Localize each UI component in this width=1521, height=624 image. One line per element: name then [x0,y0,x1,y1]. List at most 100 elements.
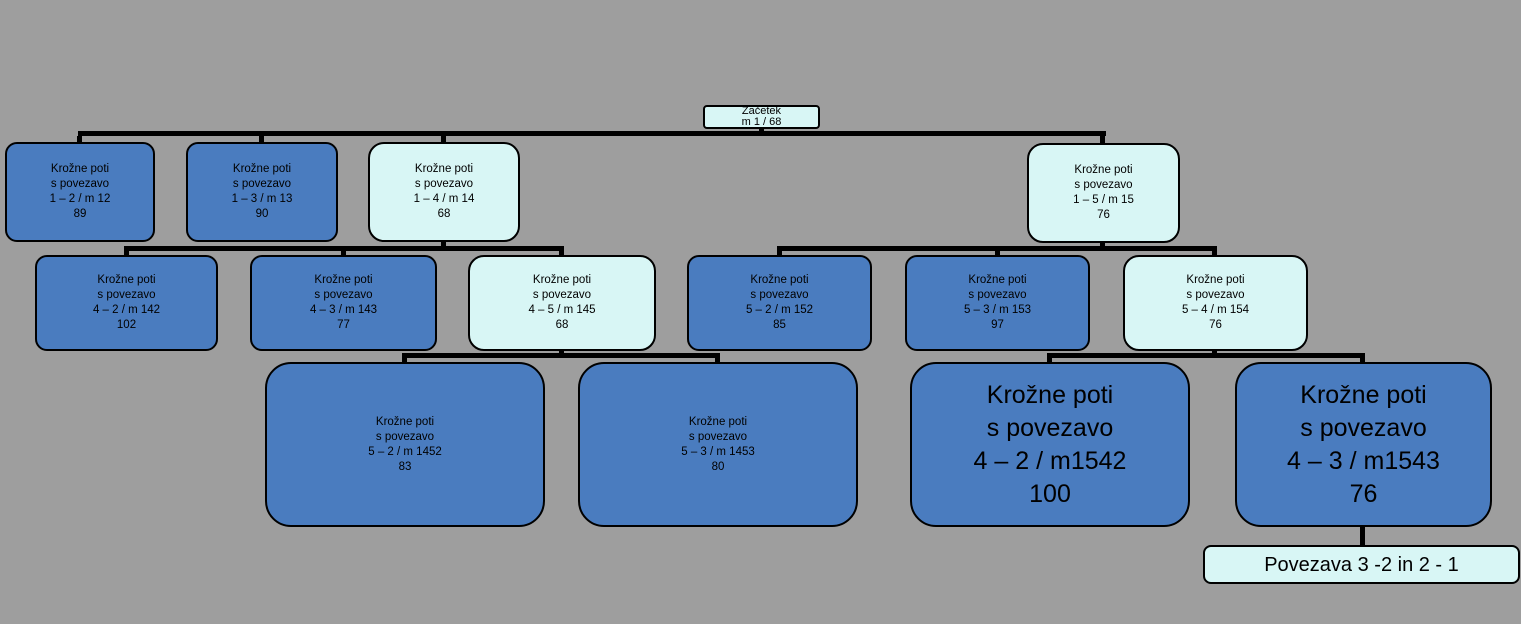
node-label: Krožne poti [1074,164,1133,176]
connector [441,136,446,145]
node-label: Krožne poti [97,274,156,286]
node-m14: Krožne poti s povezavo 1 – 4 / m 14 68 [368,142,520,242]
connector [559,349,564,355]
node-label: 80 [711,460,725,473]
node-m143: Krožne poti s povezavo 4 – 3 / m 143 77 [250,255,437,351]
node-label: s povezavo [50,178,110,190]
node-label: 4 – 3 / m1543 [1287,446,1440,475]
connector [1360,358,1365,365]
node-label: s povezavo [1074,179,1133,191]
node-label: 1 – 4 / m 14 [413,193,475,205]
connector [995,251,1000,258]
node-label: s povezavo [750,289,809,301]
node-label: Krožne poti [1300,380,1427,409]
node-label: 90 [255,208,269,220]
node-label: Začetek [741,105,782,117]
node-label: 1 – 3 / m 13 [231,193,293,205]
node-label: 97 [991,319,1004,331]
node-label: 4 – 5 / m 145 [528,304,596,316]
connector [715,358,720,365]
connector [441,240,446,248]
connector [402,353,720,358]
connector [777,246,1217,251]
node-start: Začetek m 1 / 68 [703,105,820,129]
node-m142: Krožne poti s povezavo 4 – 2 / m 142 102 [35,255,218,351]
node-label: 4 – 2 / m1542 [973,446,1127,475]
connector [78,131,1106,136]
node-label: m 1 / 68 [741,116,782,128]
node-label: 4 – 3 / m 143 [309,304,378,316]
node-label: 5 – 2 / m 1452 [368,445,442,458]
node-label: 83 [398,460,412,473]
node-label: 89 [73,208,87,220]
connector [124,246,564,251]
node-label: Krožne poti [688,415,748,428]
node-m1543: Krožne poti s povezavo 4 – 3 / m1543 76 [1235,362,1492,527]
node-label: s povezavo [532,289,592,301]
node-m1542: Krožne poti s povezavo 4 – 2 / m1542 100 [910,362,1190,527]
connector [1047,353,1365,358]
node-label: 5 – 3 / m 1453 [681,445,755,458]
node-label: 76 [1097,209,1110,221]
node-label: 85 [773,319,786,331]
node-label: Krožne poti [375,415,435,428]
node-label: s povezavo [232,178,292,190]
node-label: 76 [1209,319,1222,331]
node-label: Krožne poti [1186,274,1245,286]
connector [402,358,407,365]
node-label: s povezavo [1186,289,1245,301]
node-m1453: Krožne poti s povezavo 5 – 3 / m 1453 80 [578,362,858,527]
node-m1452: Krožne poti s povezavo 5 – 2 / m 1452 83 [265,362,545,527]
node-label: Krožne poti [50,163,110,175]
node-label: Krožne poti [414,163,474,175]
connector [77,136,82,145]
node-m145: Krožne poti s povezavo 4 – 5 / m 145 68 [468,255,656,351]
connector [124,251,129,258]
node-label: s povezavo [968,289,1027,301]
connector [1100,136,1105,146]
node-label: 1 – 2 / m 12 [49,193,111,205]
node-label: 1 – 5 / m 15 [1073,194,1134,206]
connector [1212,251,1217,258]
node-label: Povezava 3 -2 in 2 - 1 [1264,553,1459,576]
node-label: 5 – 3 / m 153 [963,304,1032,316]
connector [1360,525,1365,547]
connector [1212,349,1217,355]
node-label: 5 – 4 / m 154 [1181,304,1250,316]
node-label: Krožne poti [232,163,292,175]
node-m153: Krožne poti s povezavo 5 – 3 / m 153 97 [905,255,1090,351]
node-label: s povezavo [375,430,435,443]
node-label: s povezavo [314,289,373,301]
node-m13: Krožne poti s povezavo 1 – 3 / m 13 90 [186,142,338,242]
node-label: 5 – 2 / m 152 [745,304,814,316]
node-label: Krožne poti [968,274,1027,286]
node-label: 100 [1029,479,1071,508]
connector [1100,241,1105,248]
node-label: s povezavo [414,178,474,190]
node-label: 76 [1349,479,1378,508]
node-label: Krožne poti [532,274,592,286]
node-label: Krožne poti [314,274,373,286]
connector [1047,358,1052,365]
node-m15: Krožne poti s povezavo 1 – 5 / m 15 76 [1027,143,1180,243]
node-label: Krožne poti [986,380,1114,409]
connector [777,251,782,258]
node-label: s povezavo [986,413,1114,442]
node-povezava: Povezava 3 -2 in 2 - 1 [1203,545,1520,584]
node-m152: Krožne poti s povezavo 5 – 2 / m 152 85 [687,255,872,351]
node-m12: Krožne poti s povezavo 1 – 2 / m 12 89 [5,142,155,242]
connector [341,251,346,258]
node-label: 68 [555,319,569,331]
node-label: 4 – 2 / m 142 [92,304,161,316]
node-label: s povezavo [1300,413,1427,442]
node-label: s povezavo [97,289,156,301]
connector [559,251,564,258]
node-label: s povezavo [688,430,748,443]
node-label: 102 [116,319,137,331]
connector [759,126,764,134]
node-m154: Krožne poti s povezavo 5 – 4 / m 154 76 [1123,255,1308,351]
node-label: 77 [337,319,350,331]
node-label: 68 [437,208,451,220]
connector [259,136,264,145]
